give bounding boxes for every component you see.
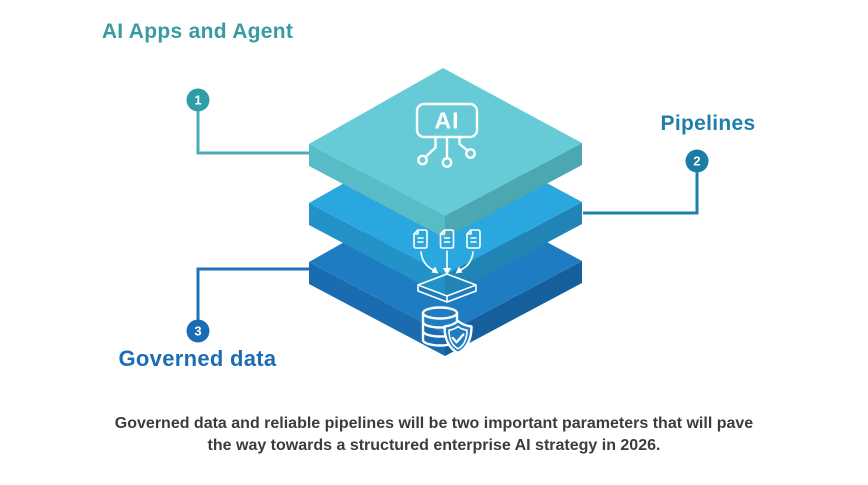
documents-ingest-icon [413, 229, 481, 303]
layer-pipelines-right-face [445, 202, 582, 297]
callout-line-3 [196, 267, 309, 320]
check-icon [451, 333, 465, 344]
callout-line-1 [196, 111, 309, 155]
database-shield-icon [421, 306, 473, 355]
callout-line-2 [583, 172, 699, 215]
layer-governed-data-right-face [445, 261, 582, 356]
layer-governed-data-left-face [309, 262, 445, 356]
svg-text:3: 3 [194, 324, 201, 339]
caption-line-1: Governed data and reliable pipelines wil… [114, 415, 754, 432]
layer-ai-apps-right-face [445, 143, 582, 238]
callout-label-pipelines: Pipelines [660, 112, 756, 135]
callout-badge-3: 3 [186, 319, 210, 343]
ai-chip-label: AI [435, 108, 460, 134]
caption-text: Governed data and reliable pipelines wil… [44, 413, 824, 456]
callout-badge-1: 1 [186, 88, 210, 112]
callout-badge-2: 2 [685, 149, 709, 173]
caption-line-2: the way towards a structured enterprise … [207, 436, 661, 454]
layer-ai-apps-left-face [309, 144, 445, 238]
ai-chip-icon: AI [415, 102, 479, 168]
callout-label-ai-apps: AI Apps and Agent [101, 20, 294, 43]
layer-ai-apps [309, 68, 582, 238]
svg-text:2: 2 [693, 154, 700, 169]
svg-text:1: 1 [194, 93, 201, 108]
layer-pipelines-left-face [309, 203, 445, 297]
callout-label-governed-data: Governed data [118, 346, 277, 371]
layer-ai-apps-top-face [309, 68, 582, 216]
